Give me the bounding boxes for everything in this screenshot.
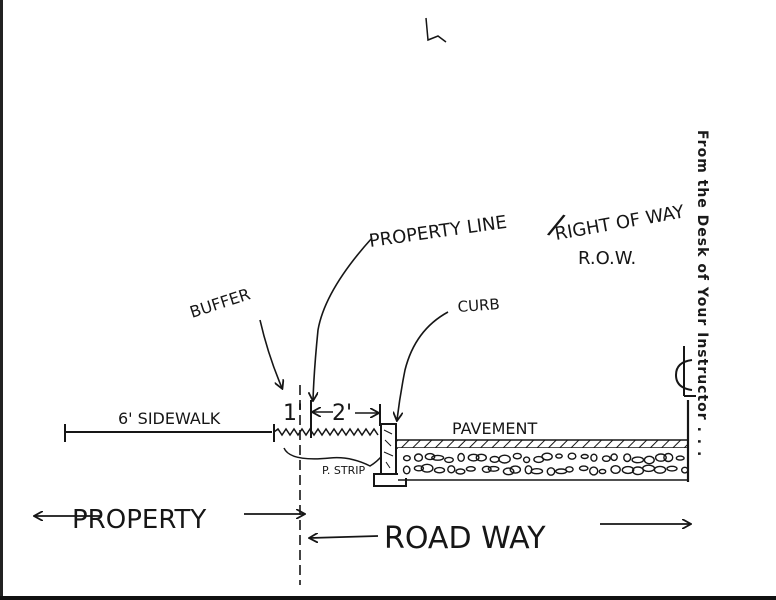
- aggregate-stone: [487, 465, 500, 472]
- aggregate-stone: [402, 455, 411, 462]
- aggregate-stone: [631, 456, 645, 464]
- scan-edge-bottom: [0, 596, 776, 600]
- property-label: PROPERTY: [72, 505, 206, 535]
- aggregate-stone: [589, 466, 599, 476]
- aggregate-stone: [653, 465, 667, 474]
- aggregate-stone: [481, 465, 492, 473]
- curb-stipple: [383, 429, 394, 469]
- curb-label: CURB: [457, 295, 500, 316]
- aggregate-stone: [509, 465, 522, 474]
- aggregate-stone: [475, 453, 487, 462]
- buffer-label: BUFFER: [187, 284, 252, 321]
- aggregate-stone: [601, 455, 611, 462]
- sidewalk-label: 6' SIDEWALK: [118, 409, 221, 428]
- aggregate-stone: [610, 465, 621, 475]
- buffer-leader-arrow: [259, 319, 282, 388]
- aggregate-stone: [433, 466, 446, 474]
- aggregate-stone: [666, 465, 678, 472]
- aggregate-stone: [590, 453, 598, 462]
- buffer-grass-zigzag: [273, 427, 379, 437]
- aggregate-stone: [578, 465, 589, 472]
- instructor-note: From the Desk of Your Instructor . . .: [690, 130, 730, 510]
- aggregate-stone: [567, 452, 577, 460]
- aggregate-stone: [541, 452, 553, 461]
- aggregate-stone: [522, 456, 531, 464]
- curb-leader-arrow: [397, 311, 449, 420]
- aggregate-stone: [402, 465, 411, 475]
- aggregate-stone: [413, 465, 425, 472]
- instructor-note-text: From the Desk of Your Instructor . . .: [694, 130, 710, 458]
- scan-edge-left: [0, 0, 3, 600]
- pavement-aggregate-stones: [402, 452, 689, 476]
- aggregate-stone: [546, 467, 556, 476]
- aggregate-stone: [675, 455, 685, 461]
- aggregate-stone: [580, 453, 589, 460]
- aggregate-stone: [565, 466, 574, 473]
- aggregate-stone: [623, 453, 632, 463]
- aggregate-stone: [512, 452, 522, 460]
- property-line-label: PROPERTY LINE: [368, 212, 508, 252]
- one-foot-label: 1': [283, 401, 303, 426]
- pavement-surface: [395, 439, 689, 449]
- aggregate-stone: [447, 465, 456, 474]
- aggregate-stone: [598, 468, 607, 475]
- property-line-leader-arrow: [313, 237, 373, 400]
- planting-strip-label: P. STRIP: [322, 464, 366, 477]
- aggregate-stone: [413, 453, 424, 462]
- pavement-base: [398, 448, 688, 478]
- row-label: R.O.W.: [578, 248, 636, 269]
- right-of-way-label: RIGHT OF WAY: [553, 201, 687, 245]
- aggregate-stone: [654, 453, 667, 462]
- aggregate-stone: [621, 465, 635, 475]
- aggregate-stone: [444, 456, 455, 464]
- aggregate-stone: [555, 453, 563, 459]
- aggregate-stone: [631, 466, 645, 476]
- doodle-mark: [425, 17, 447, 43]
- two-foot-label: 2': [332, 401, 352, 426]
- aggregate-stone: [431, 454, 445, 461]
- aggregate-stone: [530, 468, 544, 475]
- aggregate-stone: [663, 452, 674, 463]
- planting-strip-brace: [283, 447, 387, 467]
- road-way-label: ROAD WAY: [384, 521, 546, 556]
- roadway-arrow-left: [310, 536, 379, 538]
- aggregate-stone: [457, 452, 465, 463]
- aggregate-stone: [424, 452, 436, 461]
- aggregate-stone: [420, 463, 434, 473]
- aggregate-stone: [467, 453, 480, 462]
- aggregate-stone: [455, 468, 466, 475]
- centerline-symbol: [674, 346, 696, 397]
- aggregate-stone: [502, 467, 515, 476]
- aggregate-stone: [610, 453, 618, 462]
- aggregate-stone: [643, 455, 655, 465]
- aggregate-stone: [465, 465, 476, 472]
- aggregate-stone: [498, 454, 511, 464]
- pavement-label: PAVEMENT: [452, 419, 537, 438]
